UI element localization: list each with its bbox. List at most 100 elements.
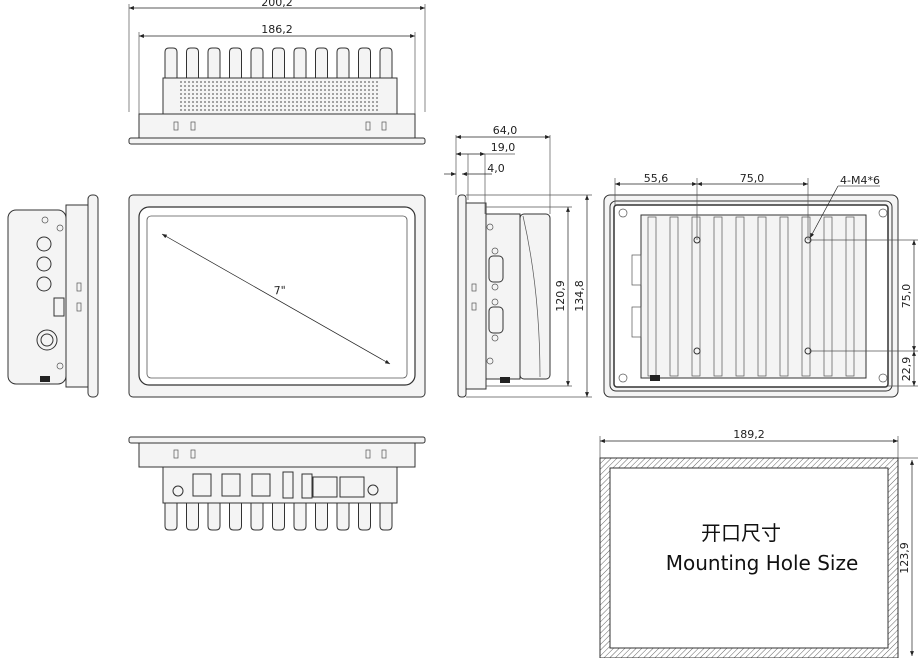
vent-hole (364, 105, 366, 107)
vent-hole (288, 89, 290, 91)
vent-hole (320, 89, 322, 91)
vent-hole (236, 109, 238, 111)
vent-hole (360, 93, 362, 95)
vent-hole (272, 109, 274, 111)
dim-hole-offset-y: 22,9 (900, 357, 913, 382)
vent-hole (324, 105, 326, 107)
vent-hole (252, 101, 254, 103)
vent-hole (288, 93, 290, 95)
vent-hole (304, 101, 306, 103)
vent-hole (264, 101, 266, 103)
vent-hole (180, 93, 182, 95)
vent-hole (332, 81, 334, 83)
vent-hole (196, 105, 198, 107)
vent-hole (248, 109, 250, 111)
vent-hole (208, 85, 210, 87)
dim-overall-height: 134,8 (573, 280, 586, 312)
vent-hole (368, 105, 370, 107)
vent-hole (332, 109, 334, 111)
vent-hole (336, 93, 338, 95)
vent-hole (228, 93, 230, 95)
vent-hole (368, 101, 370, 103)
vent-hole (300, 97, 302, 99)
vent-hole (360, 85, 362, 87)
vent-hole (316, 101, 318, 103)
vent-hole (180, 101, 182, 103)
vent-hole (288, 97, 290, 99)
heatsink-fin (272, 47, 285, 80)
vent-hole (240, 101, 242, 103)
vent-hole (364, 109, 366, 111)
vent-hole (312, 93, 314, 95)
vent-hole (376, 93, 378, 95)
dim-hole-spacing-x: 75,0 (740, 172, 765, 185)
heatsink-fin (358, 500, 371, 531)
heatsink-fin (164, 500, 178, 531)
vent-hole (376, 101, 378, 103)
vent-hole (292, 105, 294, 107)
vent-hole (192, 105, 194, 107)
vent-hole (328, 89, 330, 91)
vent-hole (320, 101, 322, 103)
vent-hole (236, 89, 238, 91)
vent-hole (308, 97, 310, 99)
vent-hole (260, 93, 262, 95)
vent-hole (240, 97, 242, 99)
vent-hole (180, 97, 182, 99)
vent-hole (216, 85, 218, 87)
vent-hole (328, 93, 330, 95)
vent-hole (296, 101, 298, 103)
vent-hole (352, 105, 354, 107)
vent-hole (220, 101, 222, 103)
vent-hole (340, 89, 342, 91)
vent-hole (340, 93, 342, 95)
vent-hole (188, 105, 190, 107)
vent-hole (284, 109, 286, 111)
vent-hole (216, 89, 218, 91)
vent-hole (368, 85, 370, 87)
vent-hole (244, 101, 246, 103)
vent-hole (208, 93, 210, 95)
vent-hole (288, 109, 290, 111)
vent-hole (284, 81, 286, 83)
vent-hole (268, 105, 270, 107)
vent-hole (324, 97, 326, 99)
vent-hole (364, 101, 366, 103)
vent-hole (196, 85, 198, 87)
vent-hole (360, 89, 362, 91)
vent-hole (204, 105, 206, 107)
vent-hole (320, 85, 322, 87)
vent-hole (292, 101, 294, 103)
vent-hole (180, 105, 182, 107)
vent-hole (244, 85, 246, 87)
vent-hole (232, 81, 234, 83)
vent-hole (276, 97, 278, 99)
vent-hole (236, 101, 238, 103)
vent-hole (272, 105, 274, 107)
vent-hole (212, 85, 214, 87)
vent-hole (344, 93, 346, 95)
vent-hole (284, 105, 286, 107)
heatsink-fin (293, 47, 307, 80)
vent-hole (208, 89, 210, 91)
vent-hole (300, 89, 302, 91)
bottom-view (128, 436, 426, 531)
vent-hole (272, 85, 274, 87)
heatsink-fin (229, 47, 242, 80)
vent-hole (256, 93, 258, 95)
vent-hole (344, 109, 346, 111)
vent-hole (236, 97, 238, 99)
vent-hole (320, 105, 322, 107)
vent-hole (200, 85, 202, 87)
vent-hole (196, 109, 198, 111)
dim-depth-total: 64,0 (493, 124, 518, 137)
vent-hole (372, 93, 374, 95)
vent-hole (212, 105, 214, 107)
vent-hole (204, 97, 206, 99)
vent-hole (372, 101, 374, 103)
vent-hole (260, 97, 262, 99)
vent-hole (348, 101, 350, 103)
vent-hole (280, 101, 282, 103)
vent-hole (372, 81, 374, 83)
vent-hole (304, 93, 306, 95)
